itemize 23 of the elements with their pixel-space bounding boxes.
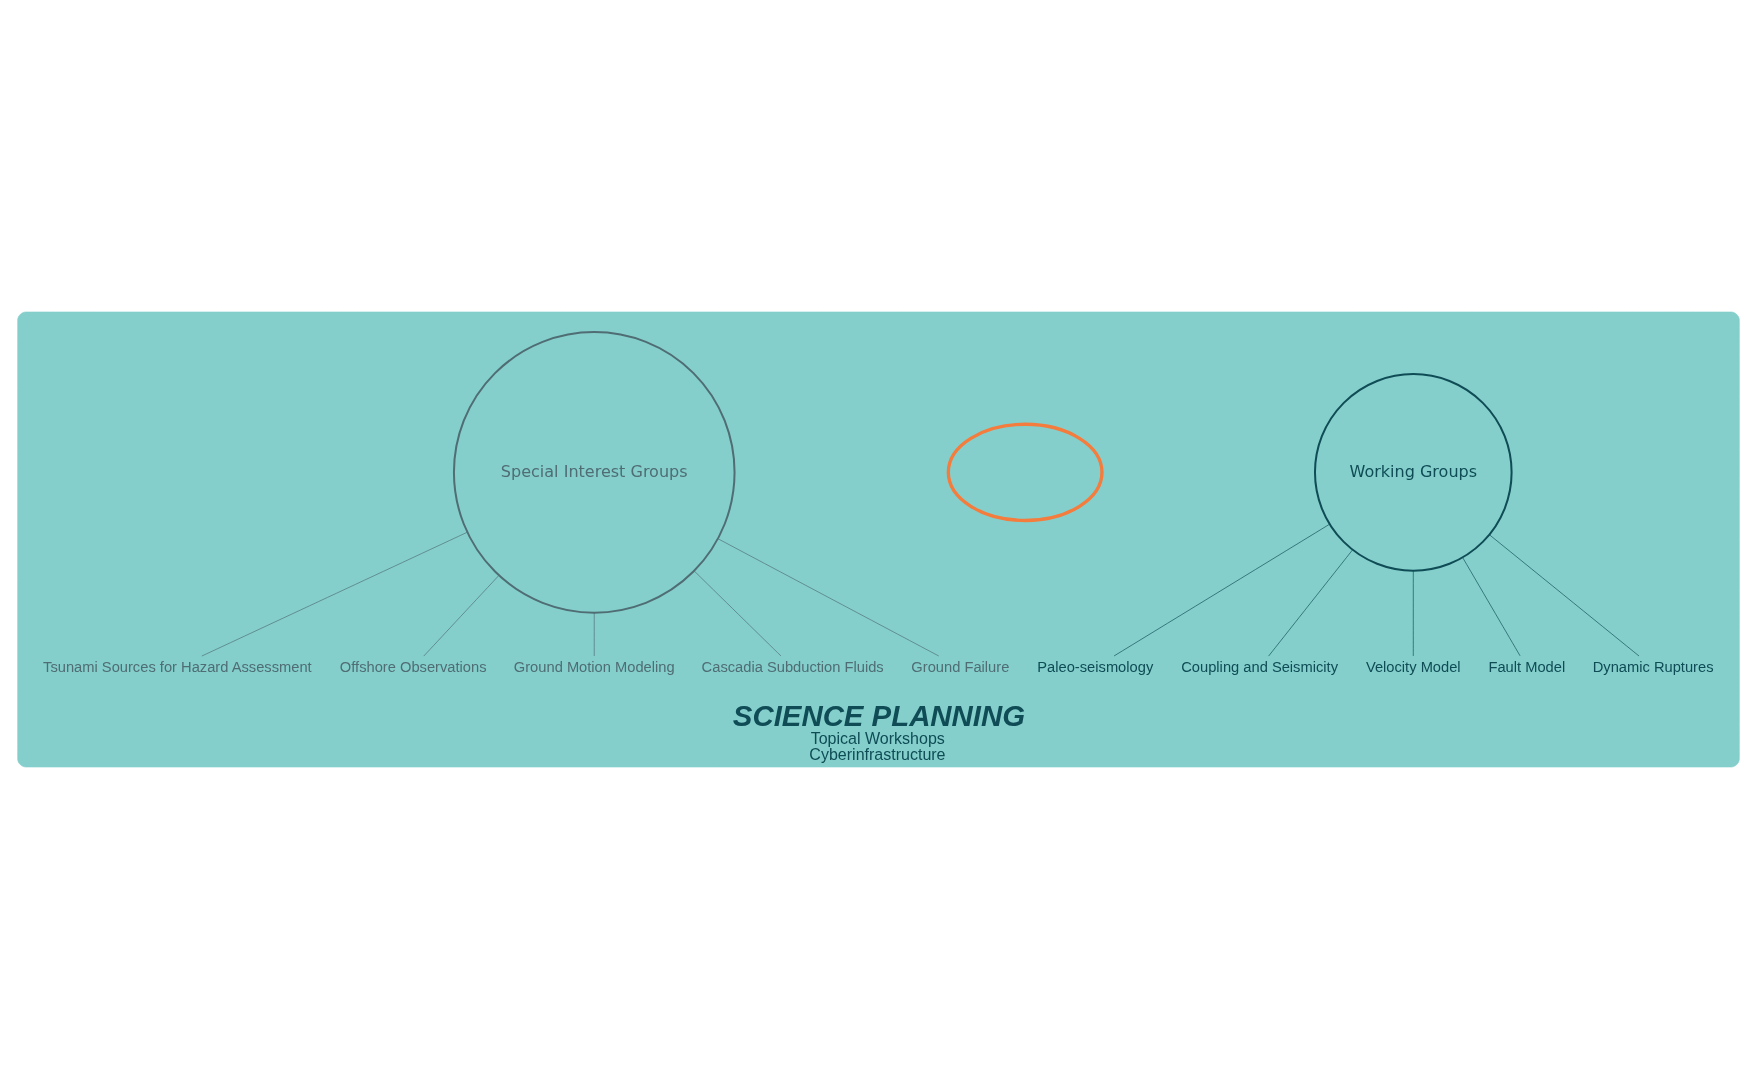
connector: [694, 570, 782, 656]
connector: [201, 531, 468, 656]
node-text: Fault Model: [1488, 658, 1566, 675]
node-text: Ground Motion Modeling: [513, 658, 675, 675]
node-circle: Working Groups: [1313, 372, 1513, 572]
node-text: Ground Failure: [911, 658, 1010, 675]
connector: [1268, 549, 1353, 656]
node-text: Paleo-seismology: [1037, 658, 1154, 675]
node-text: Dynamic Ruptures: [1592, 658, 1714, 675]
connector: [1412, 569, 1414, 656]
connector: [423, 574, 500, 656]
connector: [593, 611, 595, 656]
node-text: Velocity Model: [1365, 658, 1461, 675]
connector: [1113, 523, 1331, 656]
node-text: Cascadia Subduction Fluids: [701, 658, 884, 675]
connector: [1462, 556, 1521, 656]
node-circle: Special Interest Groups: [452, 330, 736, 614]
connector: [1489, 533, 1640, 656]
node-text: Offshore Observations: [339, 658, 487, 675]
node-text: Tsunami Sources for Hazard Assessment: [43, 658, 312, 675]
node-text: Coupling and Seismicity: [1181, 658, 1339, 675]
node-ellipse: [946, 422, 1104, 522]
connector: [717, 537, 940, 656]
